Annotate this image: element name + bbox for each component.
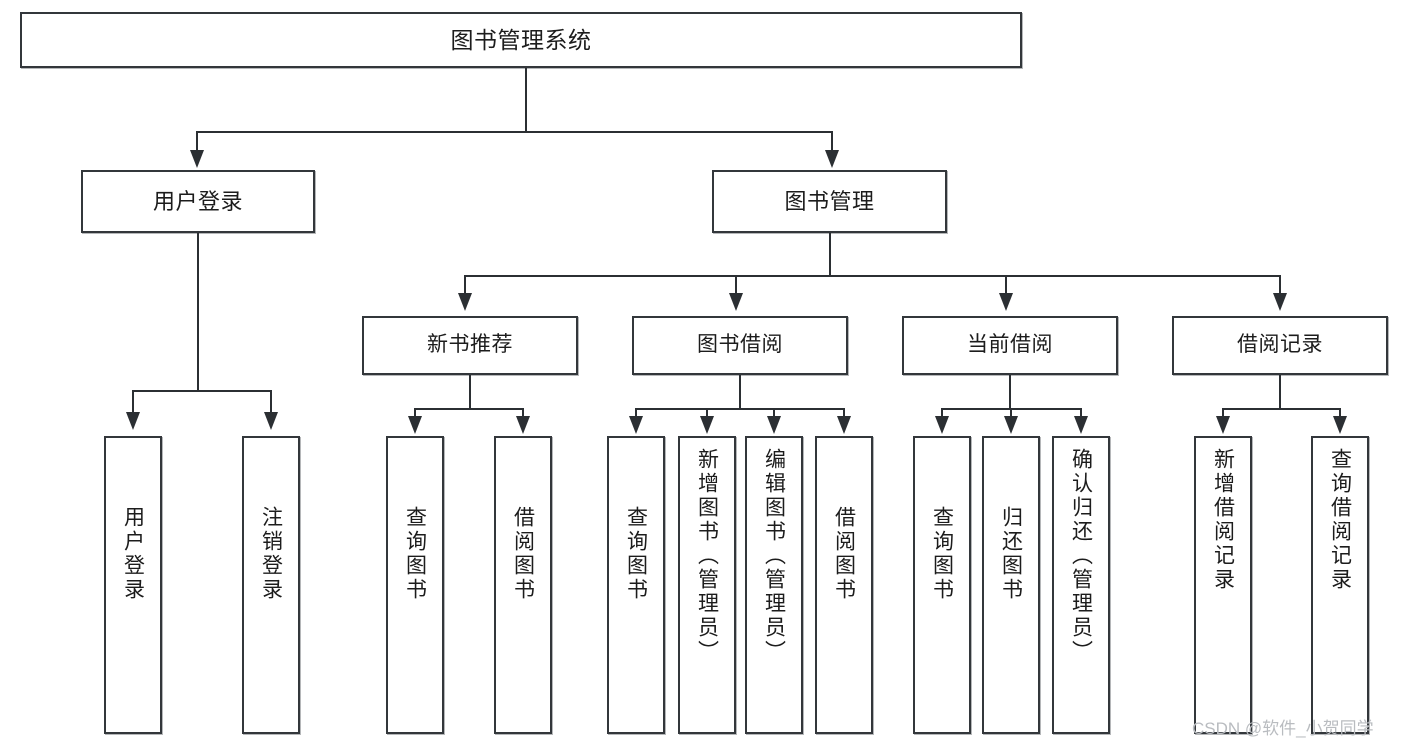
leaf-node-query-book-3[interactable]: 查询图书 [913, 436, 971, 734]
connector-borrow-record-trunk [1279, 375, 1281, 409]
leaf-node-confirm-return[interactable]: 确认归还（管理员） [1052, 436, 1110, 734]
arrow-to-leaf-edit-book [767, 416, 781, 434]
node-label: 查询借阅记录 [1328, 448, 1352, 592]
node-label: 查询图书 [624, 506, 648, 602]
connector-book-borrow-bus [635, 408, 844, 410]
leaf-node-add-book[interactable]: 新增图书（管理员） [678, 436, 736, 734]
node-book-borrow[interactable]: 图书借阅 [632, 316, 848, 375]
node-label: 借阅图书 [511, 506, 535, 602]
connector-to-current-borrow [1005, 275, 1007, 295]
connector-root-to-book-manage [831, 131, 833, 155]
arrow-to-leaf-query-book-2 [629, 416, 643, 434]
leaf-node-query-book-2[interactable]: 查询图书 [607, 436, 665, 734]
connector-user-login-bus [132, 390, 271, 392]
leaf-node-query-record[interactable]: 查询借阅记录 [1311, 436, 1369, 734]
node-label: 新书推荐 [427, 333, 513, 357]
arrow-to-book-manage [825, 150, 839, 168]
connector-borrow-record-bus [1222, 408, 1340, 410]
arrow-to-book-borrow [729, 293, 743, 311]
arrow-to-user-login [190, 150, 204, 168]
connector-book-borrow-to-leaf1 [635, 408, 637, 418]
connector-new-book-bus [414, 408, 524, 410]
leaf-node-user-login[interactable]: 用户登录 [104, 436, 162, 734]
connector-to-book-borrow [735, 275, 737, 295]
connector-user-login-to-leaf1 [132, 390, 134, 415]
node-label: 编辑图书（管理员） [762, 448, 786, 664]
node-book-manage[interactable]: 图书管理 [712, 170, 947, 233]
node-label: 新增借阅记录 [1211, 448, 1235, 592]
connector-root-to-user-login [196, 131, 198, 155]
connector-new-book-to-leaf1 [414, 408, 416, 418]
connector-root-bus [196, 131, 833, 133]
arrow-to-leaf-user-login [126, 412, 140, 430]
connector-current-borrow-to-leaf2 [1010, 408, 1012, 418]
connector-root-trunk [525, 68, 527, 132]
node-label: 注销登录 [259, 506, 283, 602]
connector-borrow-record-to-leaf2 [1339, 408, 1341, 418]
connector-current-borrow-to-leaf1 [941, 408, 943, 418]
connector-to-new-book-recommend [464, 275, 466, 295]
node-label: 当前借阅 [967, 333, 1053, 357]
arrow-to-borrow-record [1273, 293, 1287, 311]
connector-borrow-record-to-leaf1 [1222, 408, 1224, 418]
arrow-to-leaf-borrow-book-2 [837, 416, 851, 434]
arrow-to-leaf-add-record [1216, 416, 1230, 434]
leaf-node-borrow-book-2[interactable]: 借阅图书 [815, 436, 873, 734]
connector-user-login-to-leaf2 [270, 390, 272, 415]
node-label: 借阅图书 [832, 506, 856, 602]
node-label: 用户登录 [152, 188, 243, 214]
connector-book-borrow-to-leaf3 [773, 408, 775, 418]
node-label: 新增图书（管理员） [695, 448, 719, 664]
connector-current-borrow-trunk [1009, 375, 1011, 409]
arrow-to-leaf-query-record [1333, 416, 1347, 434]
leaf-node-add-record[interactable]: 新增借阅记录 [1194, 436, 1252, 734]
connector-user-login-trunk [197, 233, 199, 391]
connector-level3-bus [464, 275, 1280, 277]
leaf-node-edit-book[interactable]: 编辑图书（管理员） [745, 436, 803, 734]
connector-to-borrow-record [1279, 275, 1281, 295]
node-label: 借阅记录 [1237, 333, 1323, 357]
leaf-node-borrow-book-1[interactable]: 借阅图书 [494, 436, 552, 734]
node-label: 图书管理系统 [450, 26, 592, 53]
connector-book-borrow-to-leaf4 [843, 408, 845, 418]
node-label: 归还图书 [999, 506, 1023, 602]
node-label: 用户登录 [121, 506, 145, 602]
arrow-to-leaf-query-book-1 [408, 416, 422, 434]
node-label: 查询图书 [930, 506, 954, 602]
connector-book-borrow-to-leaf2 [706, 408, 708, 418]
node-label: 图书借阅 [697, 333, 783, 357]
connector-current-borrow-to-leaf3 [1080, 408, 1082, 418]
arrow-to-leaf-confirm-return [1074, 416, 1088, 434]
arrow-to-leaf-borrow-book-1 [516, 416, 530, 434]
arrow-to-leaf-return-book [1004, 416, 1018, 434]
node-new-book-recommend[interactable]: 新书推荐 [362, 316, 578, 375]
connector-book-manage-trunk [829, 233, 831, 276]
node-current-borrow[interactable]: 当前借阅 [902, 316, 1118, 375]
arrow-to-leaf-add-book [700, 416, 714, 434]
leaf-node-return-book[interactable]: 归还图书 [982, 436, 1040, 734]
node-root-system[interactable]: 图书管理系统 [20, 12, 1022, 68]
node-label: 确认归还（管理员） [1069, 448, 1093, 664]
arrow-to-leaf-logout-login [264, 412, 278, 430]
arrow-to-leaf-query-book-3 [935, 416, 949, 434]
node-borrow-record[interactable]: 借阅记录 [1172, 316, 1388, 375]
node-label: 查询图书 [403, 506, 427, 602]
connector-new-book-trunk [469, 375, 471, 409]
node-label: 图书管理 [784, 188, 875, 214]
leaf-node-logout-login[interactable]: 注销登录 [242, 436, 300, 734]
arrow-to-new-book-recommend [458, 293, 472, 311]
connector-new-book-to-leaf2 [522, 408, 524, 418]
arrow-to-current-borrow [999, 293, 1013, 311]
connector-book-borrow-trunk [739, 375, 741, 409]
node-user-login[interactable]: 用户登录 [81, 170, 315, 233]
leaf-node-query-book-1[interactable]: 查询图书 [386, 436, 444, 734]
